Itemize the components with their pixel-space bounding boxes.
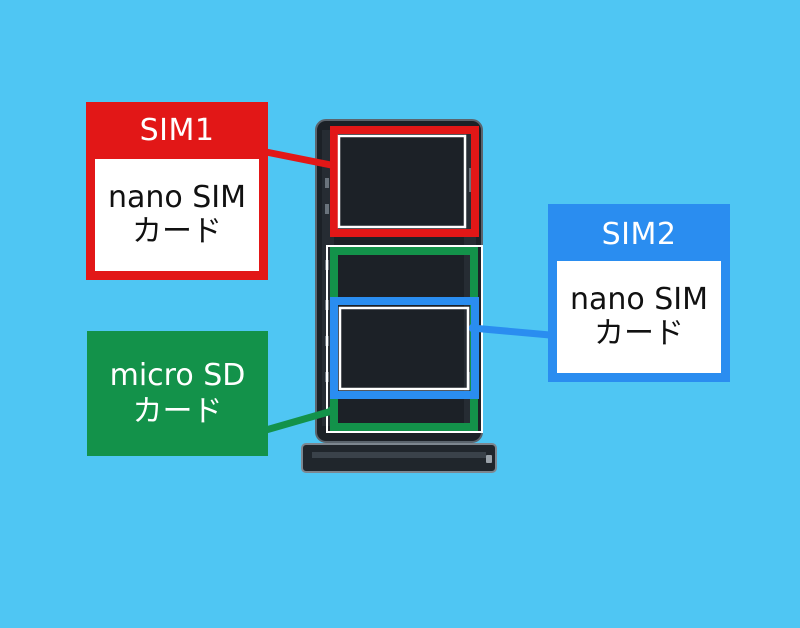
microsd-description: micro SD カード bbox=[87, 331, 268, 456]
sim1-card-type: nano SIM bbox=[107, 180, 247, 215]
sim1-slot bbox=[330, 126, 479, 237]
microsd-card-type: micro SD bbox=[109, 357, 246, 393]
sim1-leader-line bbox=[265, 148, 337, 170]
sim2-callout: SIM2 nano SIM カード bbox=[548, 204, 730, 382]
sim1-description: nano SIM カード bbox=[95, 159, 259, 271]
sim2-card-type: nano SIM bbox=[569, 282, 709, 317]
sim2-slot bbox=[330, 297, 479, 399]
sim2-description: nano SIM カード bbox=[557, 261, 721, 373]
sim1-callout: SIM1 nano SIM カード bbox=[86, 102, 268, 280]
sim1-title: SIM1 bbox=[139, 113, 215, 148]
microsd-leader-line bbox=[265, 406, 337, 434]
microsd-card-word: カード bbox=[132, 393, 223, 429]
microsd-callout: micro SD カード bbox=[87, 331, 268, 456]
sim1-card-word: カード bbox=[132, 214, 222, 249]
sim2-title: SIM2 bbox=[601, 217, 677, 252]
sim2-card-word: カード bbox=[594, 316, 684, 351]
sim2-leader-line bbox=[469, 323, 551, 339]
